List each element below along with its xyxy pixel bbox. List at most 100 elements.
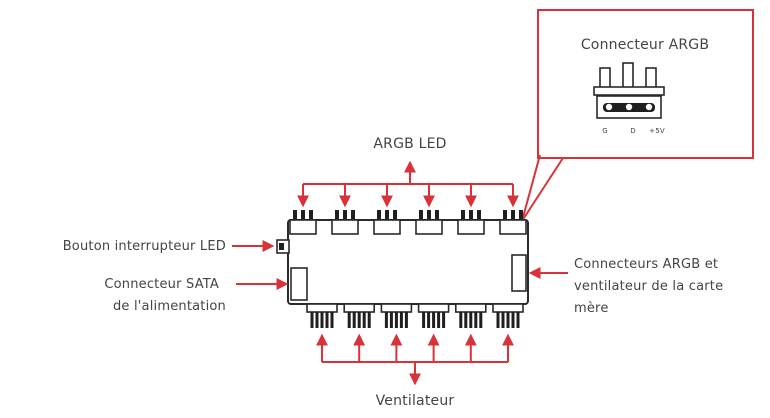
argb-port-pin [301,210,305,224]
argb-port-pin [393,210,397,224]
fan-port-pin [325,312,329,328]
right-label-line2: ventilateur de la carte [574,279,723,294]
sata-label-line2: de l'alimentation [113,299,226,314]
fan-port-housing [380,303,413,313]
argb-port [373,210,401,235]
connector-pin [645,103,653,111]
fan-port-pin [389,312,393,328]
argb-led-label: ARGB LED [373,136,446,152]
fan-port [454,303,487,328]
fan-port-pin [422,312,426,328]
fan-port-pin [437,312,441,328]
argb-port-housing [289,219,317,235]
argb-port [499,210,527,235]
fan-port [417,303,450,328]
fan-port-housing [343,303,376,313]
argb-port-pin [419,210,423,224]
argb-connector-callout: Connecteur ARGB G D +5V [537,9,754,159]
argb-port-housing [373,219,401,235]
fan-port-housing [417,303,450,313]
argb-port-housing [457,219,485,235]
argb-port-pin [469,210,473,224]
motherboard-connector [511,254,527,292]
argb-port-housing [331,219,359,235]
fan-port-housing [492,303,524,313]
argb-port-pin [343,210,347,224]
fan-port-pin [384,312,388,328]
connector-pin-post [599,67,611,89]
hub-board [287,219,529,305]
argb-port-pin [461,210,465,224]
fan-port [306,303,338,328]
fan-port-pin [310,312,314,328]
led-button-label: Bouton interrupteur LED [63,239,226,254]
sata-connector [290,267,308,301]
callout-pointer-line [521,157,564,222]
argb-port-pin [293,210,297,224]
argb-port-pin [519,210,523,224]
sata-label-line1: Connecteur SATA [104,277,219,292]
argb-port-pin [503,210,507,224]
right-label-line1: Connecteurs ARGB et [574,257,718,272]
argb-port-pin [385,210,389,224]
fan-port-pin [347,312,351,328]
fan-port [343,303,376,328]
argb-port-housing [499,219,527,235]
connector-pin [625,103,633,111]
fan-port-pin [442,312,446,328]
argb-port [415,210,443,235]
fan-port-pin [362,312,366,328]
fan-port [492,303,524,328]
fan-port-pin [367,312,371,328]
argb-port [289,210,317,235]
argb-port [457,210,485,235]
argb-port-housing [415,219,443,235]
ventilateur-label: Ventilateur [376,393,455,409]
fan-port-pin [357,312,361,328]
connector-pin-post [622,62,634,89]
connector-pin-post [645,67,657,89]
fan-port-pin [404,312,408,328]
argb-port-pin [377,210,381,224]
fan-port-pin [479,312,483,328]
fan-port-pin [427,312,431,328]
argb-port-pin [335,210,339,224]
fan-port-pin [320,312,324,328]
fan-port-arrows [316,333,514,362]
connector-pin [605,103,613,111]
argb-port-pin [309,210,313,224]
argb-port [331,210,359,235]
fan-port-pin [516,312,520,328]
argb-port-row [289,210,527,235]
fan-port-pin [315,312,319,328]
fan-port-pin [352,312,356,328]
fan-port-pin [496,312,500,328]
argb-connector-icon [593,62,665,119]
fan-port-pin [432,312,436,328]
fan-port-row [306,303,524,328]
argb-port-pin [427,210,431,224]
argb-port-pin [477,210,481,224]
pin-label-5v: +5V [649,127,665,135]
switch-knob [279,243,284,250]
fan-port-pin [464,312,468,328]
argb-port-pin [511,210,515,224]
fan-port-pin [394,312,398,328]
fan-port-pin [501,312,505,328]
argb-port-pin [435,210,439,224]
led-switch-button [276,239,290,254]
right-label-line3: mère [574,301,609,316]
fan-port-pin [474,312,478,328]
fan-port-pin [459,312,463,328]
fan-port-pin [330,312,334,328]
argb-led-port-arrows [297,184,519,208]
fan-port [380,303,413,328]
pin-label-d: D [630,127,636,135]
fan-port-pin [506,312,510,328]
callout-title: Connecteur ARGB [581,37,709,53]
callout-pointer-line [521,154,541,222]
fan-port-pin [399,312,403,328]
fan-port-pin [511,312,515,328]
argb-port-pin [351,210,355,224]
